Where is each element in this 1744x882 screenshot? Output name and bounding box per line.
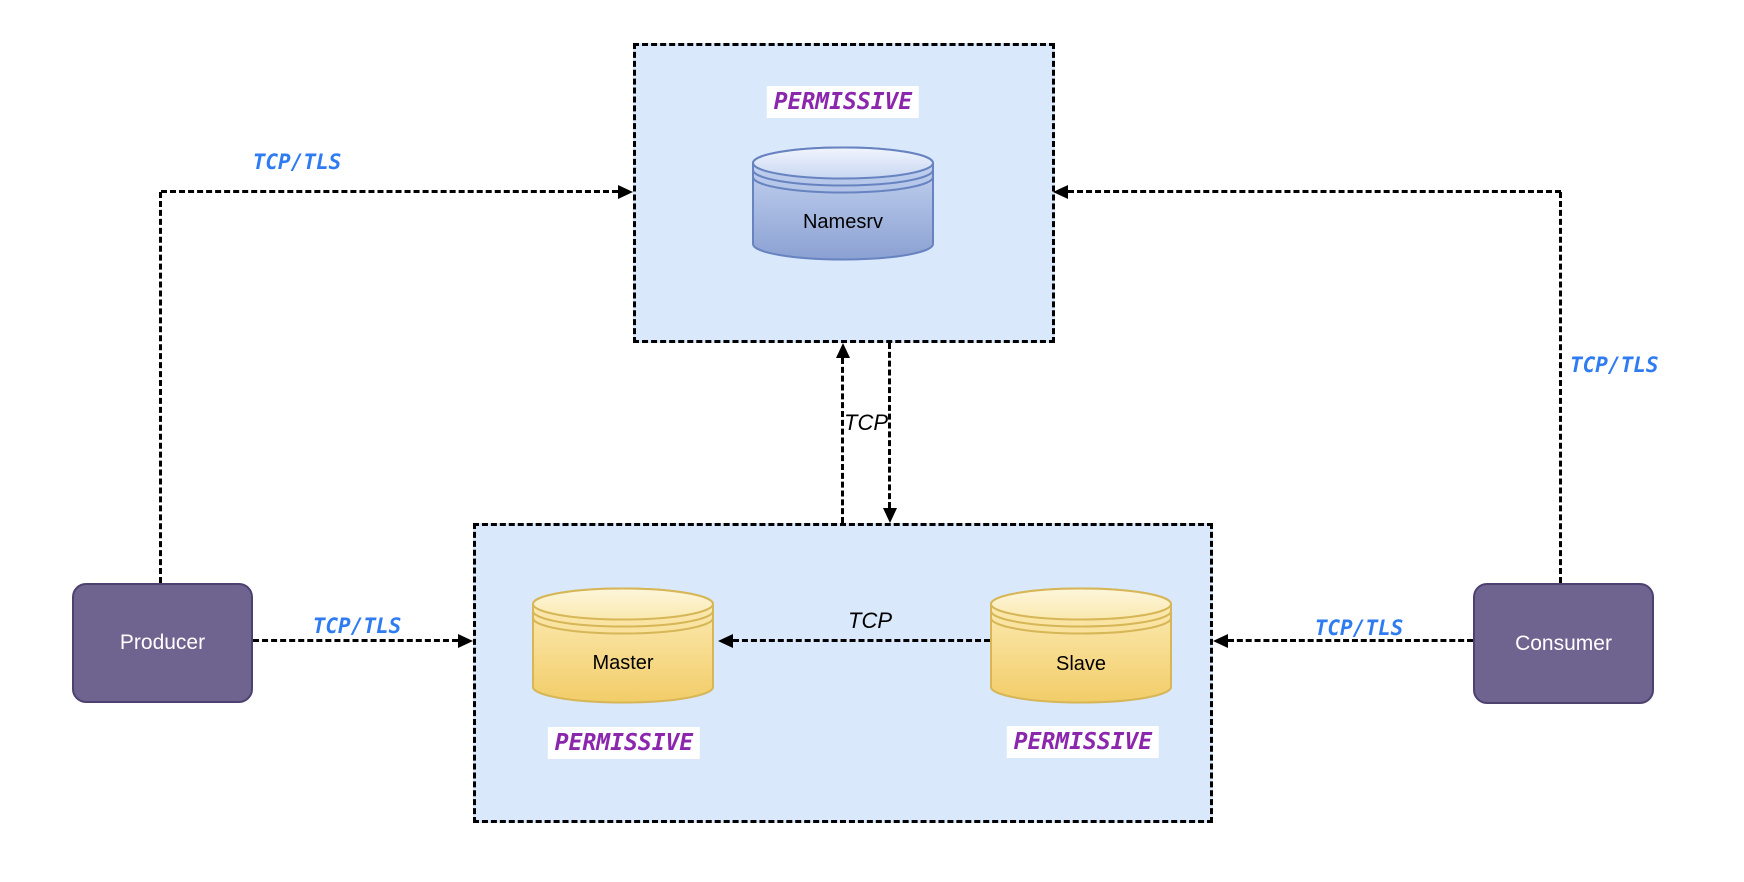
edge-line [1228,639,1473,642]
edge-line [841,358,844,523]
master-cylinder-icon [532,587,714,704]
slave-node-label: Slave [1055,653,1107,675]
consumer-node-label: Consumer [1515,631,1612,655]
edge-label-tcp: TCP [848,608,892,633]
edge-line [888,343,891,508]
master-node-label: Master [592,652,654,674]
master-acl-label: PERMISSIVE [547,727,701,759]
edge-line [253,639,458,642]
arrowhead-icon [458,634,473,648]
consumer-node: Consumer [1473,583,1654,704]
arrowhead-icon [883,508,897,523]
arrowhead-icon [1213,634,1228,648]
producer-node-label: Producer [119,631,206,654]
namesrv-acl-label: PERMISSIVE [766,86,920,118]
edge-line [161,190,618,193]
arrowhead-icon [618,185,633,199]
producer-node: Producer [72,583,253,703]
edge-line [1559,192,1562,583]
edge-label-tls: TCP/TLS [312,614,402,638]
arrowhead-icon [718,634,733,648]
edge-label-tls: TCP/TLS [1314,616,1404,640]
slave-cylinder-icon [990,587,1172,704]
edge-label-tls: TCP/TLS [1570,353,1659,377]
arrowhead-icon [836,343,850,358]
edge-label-tls: TCP/TLS [252,150,342,174]
edge-line [733,639,990,642]
edge-line [159,192,162,583]
slave-acl-label: PERMISSIVE [1006,726,1160,758]
namesrv-cylinder-icon [752,146,934,261]
namesrv-node-label: Namesrv [802,211,883,233]
edge-label-tcp: TCP [844,410,888,435]
arrowhead-icon [1053,185,1068,199]
edge-line [1068,190,1561,193]
